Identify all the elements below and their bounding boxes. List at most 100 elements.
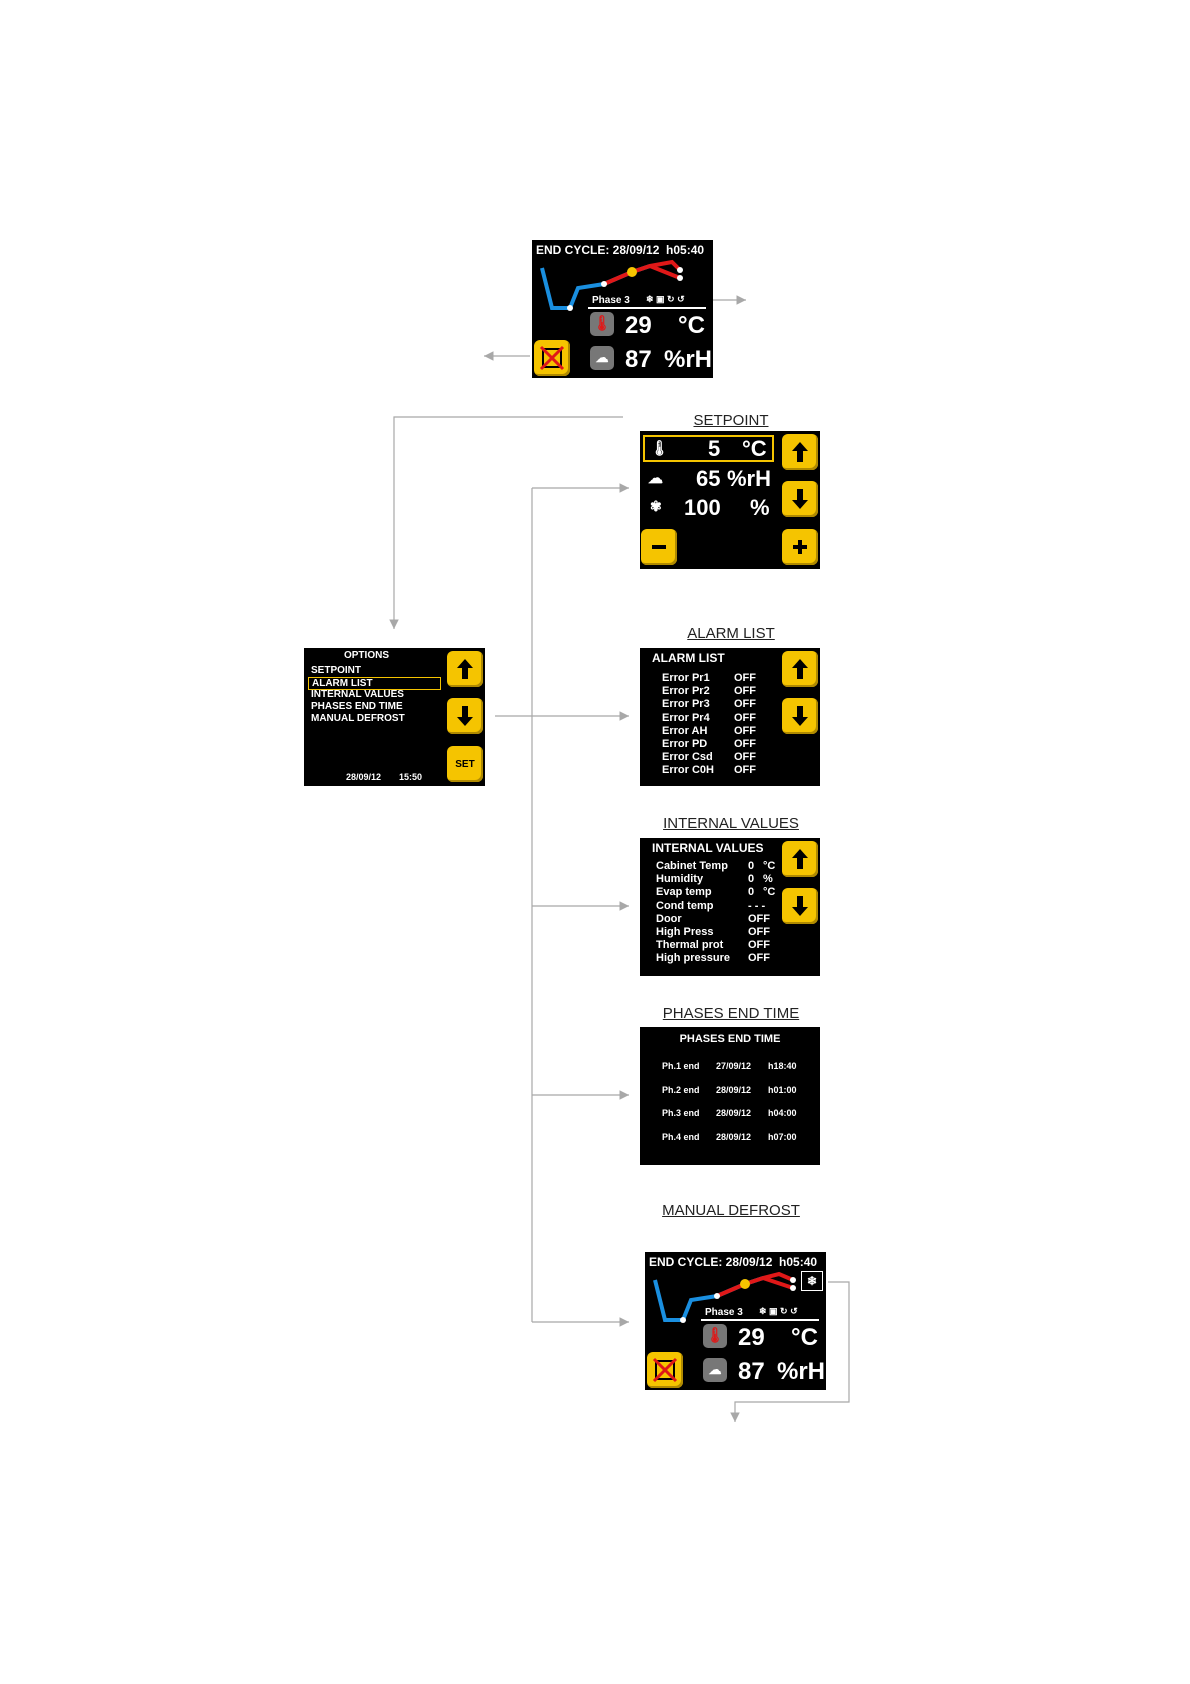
- thermometer-icon: 🌡: [703, 1324, 727, 1348]
- arrow-up-icon: [792, 659, 808, 679]
- hum-value: 87: [738, 1358, 765, 1385]
- options-screen: OPTIONS SETPOINT ALARM LIST INTERNAL VAL…: [304, 648, 485, 786]
- internal-values-title: INTERNAL VALUES: [652, 841, 764, 855]
- no-door-icon[interactable]: [647, 1352, 683, 1388]
- manual-defrost-heading: MANUAL DEFROST: [662, 1202, 800, 1219]
- internal-name: Humidity: [656, 873, 704, 886]
- menu-item-internal-values[interactable]: INTERNAL VALUES: [311, 689, 404, 700]
- humidity-icon: ☁: [648, 470, 663, 487]
- internal-unit: %: [763, 873, 773, 886]
- connector-defrost-out: [730, 1281, 850, 1422]
- end-cycle-label: END CYCLE: 28/09/12 h05:40: [649, 1255, 818, 1269]
- hum-value: 87: [625, 346, 652, 373]
- internal-name: Evap temp: [656, 886, 712, 899]
- alarm-value: OFF: [734, 724, 756, 737]
- connector-main-to-options: [389, 416, 623, 629]
- arrow-down-icon: [792, 489, 808, 509]
- humidity-icon: ☁: [590, 346, 614, 370]
- internal-value: OFF: [748, 939, 770, 952]
- alarm-list-title: ALARM LIST: [652, 651, 725, 665]
- phase-time: h18:40: [768, 1061, 797, 1071]
- alarm-name: Error Pr4: [662, 711, 710, 724]
- phase-name: Ph.2 end: [662, 1084, 700, 1095]
- internal-value: 0: [748, 886, 755, 899]
- plus-button[interactable]: [782, 529, 818, 565]
- alarm-value: OFF: [734, 672, 756, 684]
- setpoint-fan-unit: %: [750, 495, 770, 520]
- internal-values-heading: INTERNAL VALUES: [663, 815, 799, 832]
- arrow-down-icon: [792, 706, 808, 726]
- fan-icon: ✾: [650, 498, 662, 514]
- internal-name: High Press: [656, 926, 714, 938]
- internal-name: Door: [656, 912, 682, 925]
- internal-value: OFF: [748, 952, 770, 965]
- alarm-name: Error C0H: [662, 764, 714, 777]
- phase-underline: [701, 1319, 819, 1321]
- thermometer-icon: 🌡: [650, 440, 670, 457]
- temp-setpoint-row[interactable]: [643, 435, 774, 462]
- alarm-name: Error Pr2: [662, 685, 710, 698]
- arrow-up-icon: [792, 849, 808, 869]
- scroll-up-button[interactable]: [782, 841, 818, 877]
- cycle-curve: [540, 259, 683, 311]
- internal-name: High pressure: [656, 952, 730, 965]
- internal-unit: °C: [763, 886, 776, 899]
- internal-value: - - -: [748, 899, 766, 912]
- alarm-value: OFF: [734, 751, 756, 764]
- increase-field-button[interactable]: [782, 434, 818, 470]
- scroll-up-button[interactable]: [782, 651, 818, 687]
- options-title: OPTIONS: [343, 650, 389, 661]
- end-cycle-label: END CYCLE: 28/09/12 h05:40: [536, 243, 705, 257]
- minus-button[interactable]: [641, 529, 677, 565]
- phase-icons: ❄ ▣ ↻ ↺: [646, 294, 685, 304]
- cycle-curve: [653, 1271, 796, 1323]
- temp-value: 29: [625, 312, 652, 339]
- alarm-list-heading: ALARM LIST: [687, 625, 775, 642]
- set-button[interactable]: SET: [447, 746, 483, 782]
- setpoint-hum-unit: %rH: [727, 466, 772, 491]
- scroll-down-button[interactable]: [782, 698, 818, 734]
- scroll-up-button[interactable]: [447, 651, 483, 687]
- defrost-icon[interactable]: ❄: [801, 1271, 823, 1291]
- phase-name: Ph.3 end: [662, 1108, 700, 1118]
- scroll-down-button[interactable]: [447, 698, 483, 734]
- humidity-icon: ☁: [703, 1358, 727, 1382]
- alarm-name: Error Pr3: [662, 698, 710, 711]
- hum-unit: %rH: [664, 346, 713, 373]
- phase-date: 28/09/12: [716, 1131, 752, 1142]
- decrease-field-button[interactable]: [782, 481, 818, 517]
- phase-underline: [588, 307, 706, 309]
- setpoint-screen: 🌡 5 °C ☁ 65 %rH ✾ 100 %: [640, 431, 820, 569]
- alarm-name: Error Pr1: [662, 672, 710, 684]
- alarm-name: Error AH: [662, 724, 708, 737]
- internal-value: 0: [748, 860, 755, 872]
- phase-date: 27/09/12: [716, 1061, 752, 1071]
- scroll-down-button[interactable]: [782, 888, 818, 924]
- manual-defrost-screen: END CYCLE: 28/09/12 h05:40 ❄ Phase 3 ❄ ▣…: [645, 1252, 826, 1390]
- temp-unit: °C: [791, 1324, 818, 1351]
- menu-item-manual-defrost[interactable]: MANUAL DEFROST: [311, 713, 405, 724]
- hum-unit: %rH: [777, 1358, 826, 1385]
- arrow-down-icon: [792, 896, 808, 916]
- internal-value: OFF: [748, 912, 770, 925]
- menu-time: 15:50: [399, 772, 423, 782]
- phase-date: 28/09/12: [716, 1084, 752, 1095]
- phase-time: h01:00: [768, 1084, 797, 1095]
- no-door-icon[interactable]: [534, 340, 570, 376]
- alarm-value: OFF: [734, 764, 756, 777]
- phase-date: 28/09/12: [716, 1108, 752, 1118]
- minus-icon: [652, 545, 666, 549]
- plus-icon: [793, 540, 807, 554]
- menu-item-setpoint[interactable]: SETPOINT: [311, 665, 362, 676]
- menu-item-phases-end-time[interactable]: PHASES END TIME: [311, 701, 403, 712]
- phase-time: h04:00: [768, 1108, 797, 1118]
- phase-name: Ph.1 end: [662, 1061, 700, 1071]
- alarm-name: Error Csd: [662, 751, 713, 764]
- setpoint-hum-value: 65: [696, 466, 721, 491]
- arrow-up-icon: [457, 659, 473, 679]
- menu-item-alarm-list[interactable]: ALARM LIST: [308, 677, 441, 690]
- phase-icons: ❄ ▣ ↻ ↺: [759, 1306, 798, 1316]
- internal-value: 0: [748, 873, 755, 886]
